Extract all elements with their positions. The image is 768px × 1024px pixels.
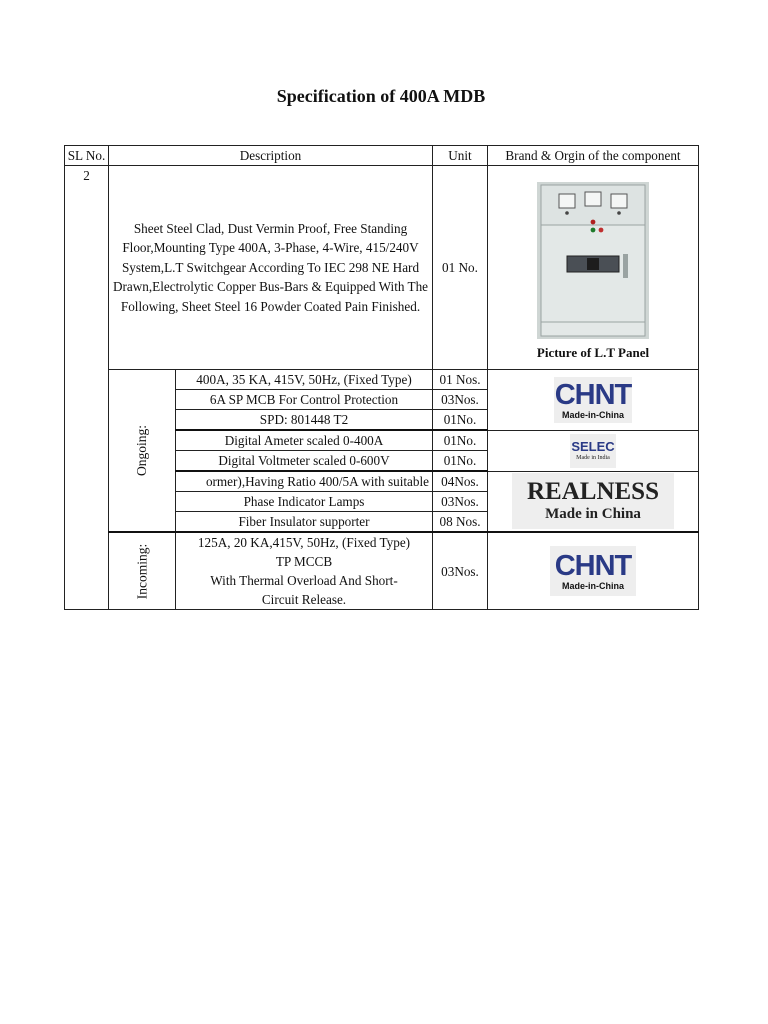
lt-panel-image (537, 181, 649, 339)
specification-table: SL No. Description Unit Brand & Orgin of… (64, 145, 699, 610)
header-unit: Unit (432, 145, 488, 166)
brand-logo-cell: CHNT Made-in-China (487, 531, 699, 610)
table-row: Ongoing: 400A, 35 KA, 415V, 50Hz, (Fixed… (65, 369, 699, 533)
ongoing-item-description: Digital Ameter scaled 0-400A (175, 429, 433, 451)
table-row: Fiber Insulator supporter 08 Nos. (65, 511, 699, 533)
sl-number: 2 (64, 165, 109, 610)
incoming-line: TP MCCB (275, 554, 333, 569)
ongoing-item-unit: 03Nos. (432, 389, 488, 410)
ongoing-item-unit: 04Nos. (432, 470, 488, 492)
table-row: Incoming: 125A, 20 KA,415V, 50Hz, (Fixed… (65, 531, 699, 610)
ongoing-item-unit: 01No. (432, 429, 488, 451)
ongoing-item-description: Digital Voltmeter scaled 0-600V (175, 450, 433, 472)
ongoing-item-description: Fiber Insulator supporter (175, 511, 433, 533)
chint-logo: CHNT Made-in-China (550, 546, 636, 596)
ongoing-item-description: 6A SP MCB For Control Protection (175, 389, 433, 410)
ongoing-item-unit: 08 Nos. (432, 511, 488, 533)
brand-logo-cell: SELEC Made in India (487, 429, 699, 472)
incoming-description: 125A, 20 KA,415V, 50Hz, (Fixed Type) TP … (175, 531, 433, 610)
ongoing-item-description: 400A, 35 KA, 415V, 50Hz, (Fixed Type) (175, 369, 433, 390)
main-description: Sheet Steel Clad, Dust Vermin Proof, Fre… (108, 165, 433, 370)
table-row: Digital Voltmeter scaled 0-600V 01No. (65, 450, 699, 472)
brand-logo-cell: CHNT Made-in-China (487, 369, 699, 431)
table-row: Digital Ameter scaled 0-400A 01No. SELEC… (65, 429, 699, 472)
page-title: Specification of 400A MDB (276, 86, 486, 106)
brand-logo-cell: REALNESS Made in China (487, 470, 699, 533)
header-sl-no: SL No. (64, 145, 109, 166)
ongoing-label-cell: Ongoing: (108, 369, 176, 533)
panel-picture-cell: Picture of L.T Panel (487, 165, 699, 370)
ongoing-item-description: ormer),Having Ratio 400/5A with suitable (175, 470, 433, 492)
ongoing-item-description: Phase Indicator Lamps (175, 491, 433, 512)
incoming-line: With Thermal Overload And Short- (210, 573, 398, 588)
incoming-unit: 03Nos. (432, 531, 488, 610)
ongoing-item-unit: 01No. (432, 409, 488, 431)
incoming-label-cell: Incoming: (108, 531, 176, 610)
incoming-line: Circuit Release. (261, 592, 347, 607)
header-description: Description (108, 145, 433, 166)
main-unit: 01 No. (432, 165, 488, 370)
chint-logo: CHNT Made-in-China (554, 376, 632, 423)
table-row: ormer),Having Ratio 400/5A with suitable… (65, 470, 699, 533)
panel-caption: Picture of L.T Panel (536, 344, 650, 360)
header-brand: Brand & Orgin of the component (487, 145, 699, 166)
ongoing-item-unit: 03Nos. (432, 491, 488, 512)
ongoing-item-unit: 01 Nos. (432, 369, 488, 390)
table-row: 6A SP MCB For Control Protection 03Nos. (65, 389, 699, 410)
ongoing-item-description: SPD: 801448 T2 (175, 409, 433, 431)
table-row: SPD: 801448 T2 01No. (65, 409, 699, 431)
table-row: Phase Indicator Lamps 03Nos. (65, 491, 699, 512)
realness-logo: REALNESS Made in China (512, 473, 674, 530)
ongoing-label: Ongoing: (134, 424, 150, 477)
selec-logo: SELEC Made in India (570, 433, 616, 468)
incoming-line: 125A, 20 KA,415V, 50Hz, (Fixed Type) (197, 535, 411, 550)
table-row: 2 Sheet Steel Clad, Dust Vermin Proof, F… (64, 165, 699, 610)
ongoing-item-unit: 01No. (432, 450, 488, 472)
table-header-row: SL No. Description Unit Brand & Orgin of… (64, 145, 699, 166)
incoming-label: Incoming: (134, 543, 150, 599)
